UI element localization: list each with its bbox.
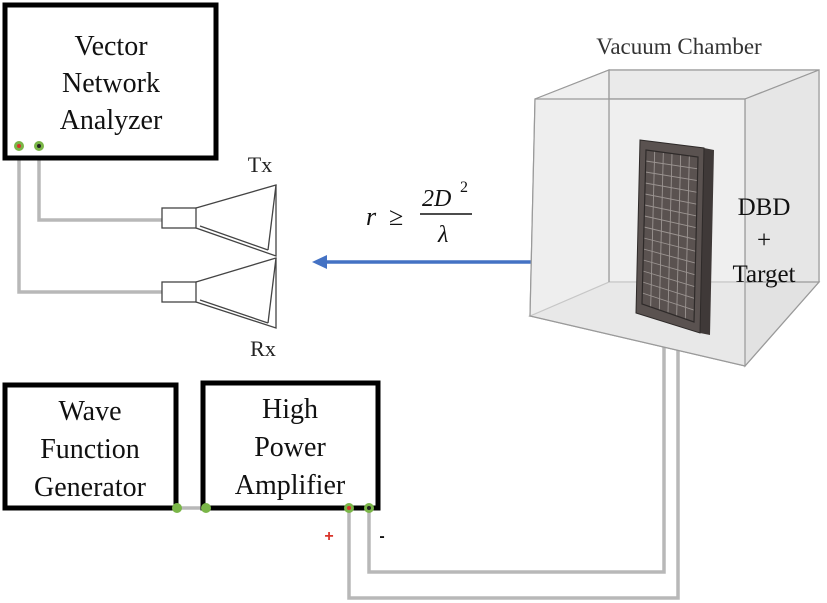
rx-horn-edge [267,257,277,324]
wfg-output-connector [172,503,182,513]
vector-network-analyzer: Vector Network Analyzer [2,2,219,161]
hpa-label-line2: Power [254,432,326,463]
tx-horn-antenna [161,184,277,257]
hpa-label-line3: Amplifier [235,470,346,501]
tx-label: Tx [248,152,272,177]
dbd-label-line1: DBD [738,194,791,221]
tx-feed-waveguide [161,207,201,229]
terminal-minus-label: - [379,528,384,545]
vna-port-1-center [17,144,21,148]
tx-horn-edge [267,184,277,251]
dbd-grid-row-line [645,171,698,182]
cables [17,146,680,600]
dbd-panel-frame [641,149,699,323]
formula-r: r [366,202,377,231]
cable-vna-rx [17,146,166,294]
hpa-minus-center [367,506,371,510]
wfg-box [2,382,179,511]
rx-label: Rx [250,336,276,361]
rx-horn-edge-2 [199,299,269,324]
dbd-grid-row-line [644,215,697,229]
hpa-label-line1: High [262,394,318,425]
tx-horn-body [195,184,277,257]
formula-numerator: 2D [422,186,451,212]
dbd-grid-row-line [642,292,695,311]
dbd-grid-row-line [643,259,696,276]
dbd-grid-row-line [642,281,695,299]
vna-label-line2: Network [62,68,160,99]
vna-box [2,2,219,161]
vna-port-2-center [37,144,41,148]
rx-feed-waveguide [161,281,201,303]
cable-hpa-plus [347,330,680,600]
hpa-plus-center [347,506,351,510]
formula-exponent: 2 [460,179,468,196]
wfg-label-line1: Wave [58,396,121,427]
dbd-grid-row-line [642,270,695,288]
dbd-label-line3: Target [732,261,795,288]
dbd-grid-row-line [643,237,696,252]
hpa-box [200,380,381,511]
rx-horn-antenna [161,257,277,329]
high-power-amplifier: High Power Amplifier [200,380,381,513]
terminal-plus-label: + [324,528,333,545]
dbd-grid-row-line [645,160,698,170]
vna-label-line1: Vector [74,31,148,62]
vna-label-line3: Analyzer [60,105,163,136]
dbd-panel-side [700,148,714,335]
hpa-input-connector [201,503,211,513]
distance-double-arrow [312,255,559,269]
arrow-head-left-icon [312,255,327,269]
wave-function-generator: Wave Function Generator [2,382,182,513]
wfg-label-line2: Function [40,434,140,465]
dbd-panel [635,139,714,335]
rx-horn-body [195,257,277,329]
dbd-grid-row-line [643,248,696,264]
tx-horn-edge-2 [199,225,269,251]
dbd-grid-row-line [645,182,698,193]
far-field-formula: r ≥ 2D 2 λ [366,179,472,248]
cable-hpa-minus [367,330,666,574]
cable-vna-tx [37,146,166,222]
dbd-grid-row-line [643,226,697,240]
dbd-electrode-grid [642,151,698,320]
formula-denominator: λ [437,222,448,248]
wfg-label-line3: Generator [34,472,147,503]
formula-geq: ≥ [389,202,403,231]
vacuum-chamber-title: Vacuum Chamber [596,34,762,59]
dbd-grid-row-line [644,193,697,205]
dbd-grid-row-line [644,204,697,217]
dbd-label-line2: + [757,227,771,254]
